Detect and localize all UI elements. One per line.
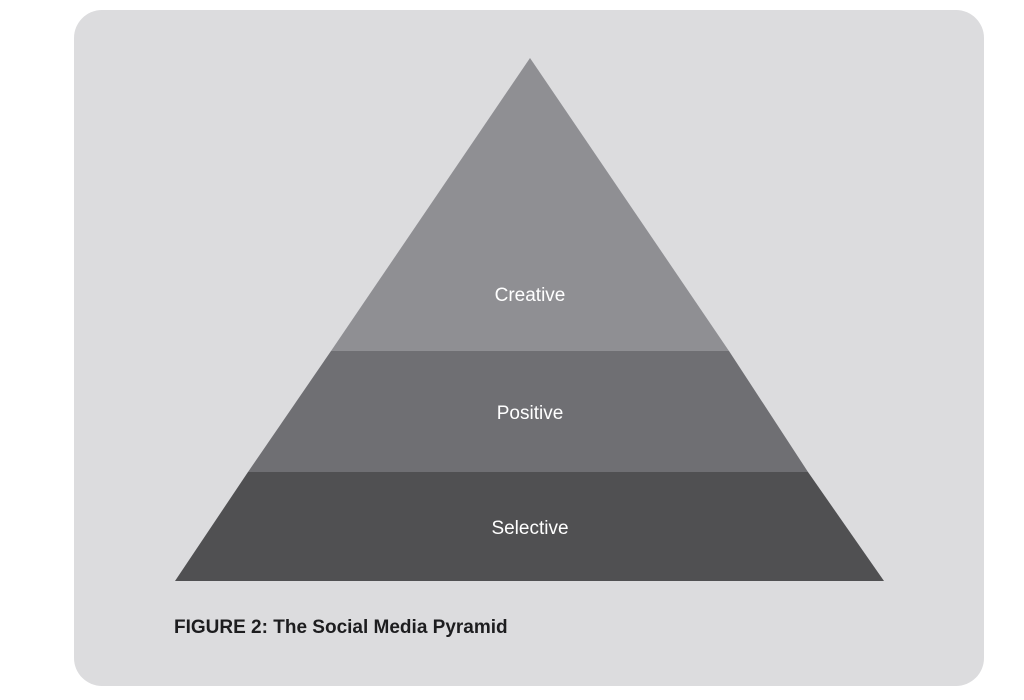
- pyramid-layer-positive: [248, 351, 808, 472]
- layer-label-creative: Creative: [495, 285, 566, 306]
- layer-label-positive: Positive: [497, 403, 564, 424]
- pyramid-layer-creative: [331, 58, 729, 351]
- layer-label-selective: Selective: [491, 518, 568, 539]
- pyramid-layer-selective: [175, 472, 884, 581]
- figure-caption: FIGURE 2: The Social Media Pyramid: [174, 617, 508, 638]
